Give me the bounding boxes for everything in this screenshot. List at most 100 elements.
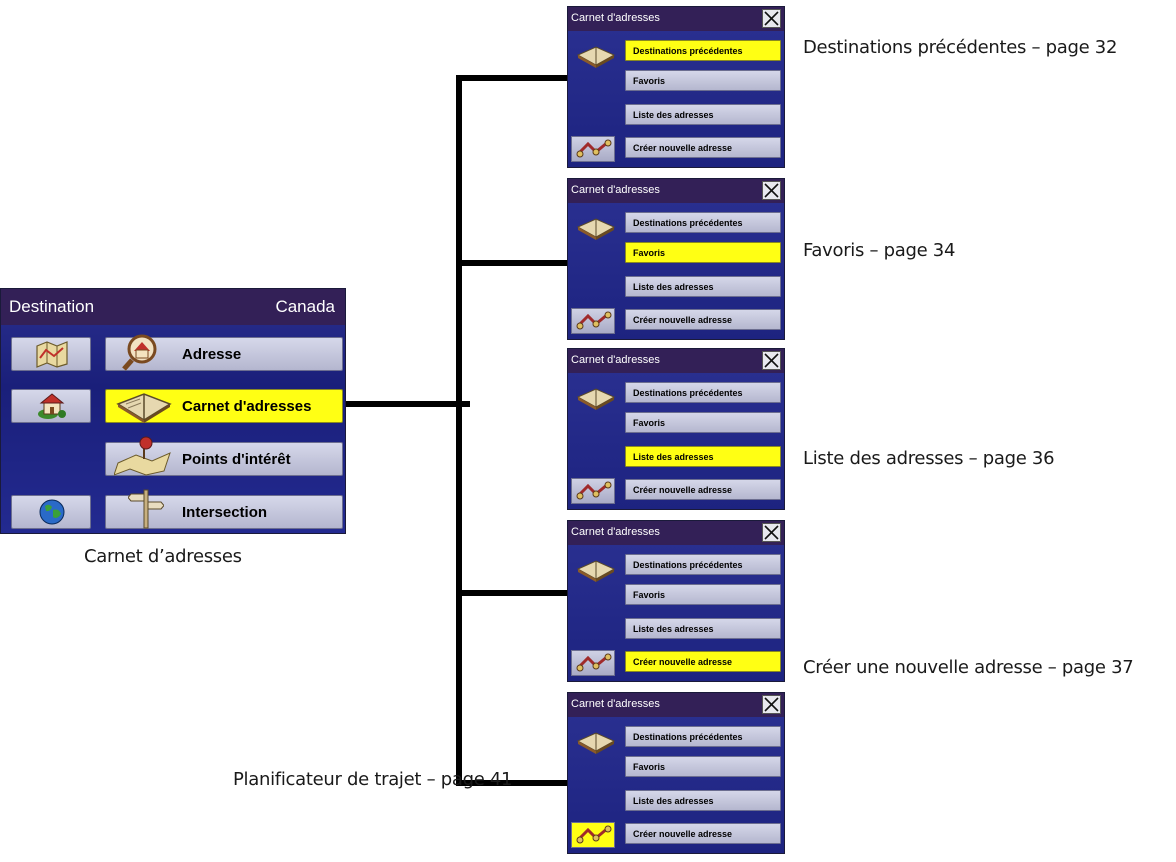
- map-icon: [36, 341, 68, 368]
- favorites-label: Favoris: [633, 248, 666, 258]
- address-list-button[interactable]: Liste des adresses: [625, 446, 781, 467]
- address-book-header: Carnet d'adresses: [568, 179, 784, 203]
- address-label: Adresse: [182, 346, 242, 363]
- previous-destinations-button[interactable]: Destinations précédentes: [625, 726, 781, 747]
- map-pin-icon: [114, 436, 171, 476]
- close-icon: [764, 697, 779, 712]
- address-book-button[interactable]: Carnet d'adresses: [105, 389, 343, 423]
- destination-screen: Destination Canada Adr: [0, 288, 346, 534]
- address-list-button[interactable]: Liste des adresses: [625, 276, 781, 297]
- address-book-title: Carnet d'adresses: [571, 354, 660, 366]
- address-book-title: Carnet d'adresses: [571, 698, 660, 710]
- book-icon: [576, 46, 616, 68]
- create-address-label: Créer nouvelle adresse: [633, 485, 733, 495]
- address-book-title: Carnet d'adresses: [571, 12, 660, 24]
- intersection-button[interactable]: Intersection: [105, 489, 343, 529]
- address-button[interactable]: Adresse: [105, 334, 343, 371]
- poi-button[interactable]: Points d'intérêt: [105, 436, 343, 476]
- address-book-icon-wrap: [576, 43, 616, 74]
- signpost-icon: [128, 489, 164, 529]
- close-icon: [764, 183, 779, 198]
- favorites-button[interactable]: Favoris: [625, 756, 781, 777]
- previous-destinations-label: Destinations précédentes: [633, 218, 743, 228]
- favorites-label: Favoris: [633, 418, 666, 428]
- previous-destinations-label: Destinations précédentes: [633, 560, 743, 570]
- previous-destinations-label: Destinations précédentes: [633, 732, 743, 742]
- create-address-button[interactable]: Créer nouvelle adresse: [625, 651, 781, 672]
- globe-icon: [39, 499, 65, 525]
- trip-planner-button[interactable]: [571, 478, 615, 504]
- address-list-label: Liste des adresses: [633, 282, 714, 292]
- book-icon: [576, 388, 616, 410]
- create-address-label: Créer nouvelle adresse: [633, 657, 733, 667]
- favorites-button[interactable]: Favoris: [625, 242, 781, 263]
- trip-planner-button[interactable]: [571, 822, 615, 848]
- book-icon: [576, 732, 616, 754]
- address-list-label: Liste des adresses: [633, 796, 714, 806]
- trip-planner-icon: [576, 653, 612, 672]
- previous-destinations-label: Destinations précédentes: [633, 388, 743, 398]
- create-address-label: Créer nouvelle adresse: [633, 143, 733, 153]
- create-address-button[interactable]: Créer nouvelle adresse: [625, 479, 781, 500]
- previous-destinations-button[interactable]: Destinations précédentes: [625, 40, 781, 61]
- address-list-label: Liste des adresses: [633, 624, 714, 634]
- address-book-header: Carnet d'adresses: [568, 349, 784, 373]
- poi-label: Points d'intérêt: [182, 451, 291, 468]
- caption-create-address: Créer une nouvelle adresse – page 37: [803, 657, 1134, 678]
- caption-trip-planner: Planificateur de trajet – page 41: [233, 769, 513, 790]
- favorites-label: Favoris: [633, 76, 666, 86]
- create-address-button[interactable]: Créer nouvelle adresse: [625, 309, 781, 330]
- intersection-label: Intersection: [182, 504, 268, 521]
- close-icon: [764, 11, 779, 26]
- trip-planner-button[interactable]: [571, 308, 615, 334]
- address-list-label: Liste des adresses: [633, 110, 714, 120]
- previous-destinations-button[interactable]: Destinations précédentes: [625, 554, 781, 575]
- favorites-label: Favoris: [633, 590, 666, 600]
- address-book-title: Carnet d'adresses: [571, 526, 660, 538]
- trip-planner-icon: [576, 825, 612, 844]
- close-icon: [764, 525, 779, 540]
- trip-planner-icon: [576, 311, 612, 330]
- favorites-button[interactable]: Favoris: [625, 584, 781, 605]
- caption-address-list: Liste des adresses – page 36: [803, 448, 1055, 469]
- close-button[interactable]: [762, 9, 781, 28]
- trip-planner-icon: [576, 139, 612, 158]
- close-button[interactable]: [762, 351, 781, 370]
- destination-title: Destination: [9, 297, 95, 316]
- create-address-button[interactable]: Créer nouvelle adresse: [625, 823, 781, 844]
- address-book-header: Carnet d'adresses: [568, 7, 784, 31]
- magnifier-house-icon: [122, 334, 157, 371]
- home-button[interactable]: [11, 389, 91, 423]
- world-button[interactable]: [11, 495, 91, 529]
- caption-favorites: Favoris – page 34: [803, 240, 956, 261]
- address-book-header: Carnet d'adresses: [568, 693, 784, 717]
- trip-planner-button[interactable]: [571, 136, 615, 162]
- close-button[interactable]: [762, 695, 781, 714]
- address-book-header: Carnet d'adresses: [568, 521, 784, 545]
- create-address-label: Créer nouvelle adresse: [633, 315, 733, 325]
- home-icon: [38, 393, 66, 419]
- create-address-button[interactable]: Créer nouvelle adresse: [625, 137, 781, 158]
- trip-planner-button[interactable]: [571, 650, 615, 676]
- address-book-title: Carnet d'adresses: [571, 184, 660, 196]
- favorites-button[interactable]: Favoris: [625, 70, 781, 91]
- close-button[interactable]: [762, 181, 781, 200]
- book-icon: [576, 560, 616, 582]
- previous-destinations-button[interactable]: Destinations précédentes: [625, 382, 781, 403]
- address-list-button[interactable]: Liste des adresses: [625, 790, 781, 811]
- address-book-icon-wrap: [576, 729, 616, 760]
- close-icon: [764, 353, 779, 368]
- address-list-button[interactable]: Liste des adresses: [625, 104, 781, 125]
- previous-destinations-button[interactable]: Destinations précédentes: [625, 212, 781, 233]
- map-button[interactable]: [11, 337, 91, 371]
- close-button[interactable]: [762, 523, 781, 542]
- country-label: Canada: [275, 297, 335, 316]
- address-book-label: Carnet d'adresses: [182, 398, 312, 415]
- address-list-button[interactable]: Liste des adresses: [625, 618, 781, 639]
- favorites-button[interactable]: Favoris: [625, 412, 781, 433]
